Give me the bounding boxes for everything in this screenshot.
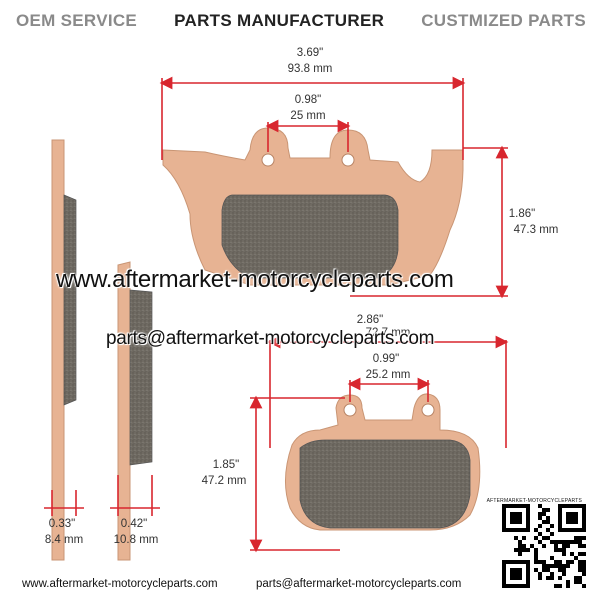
bottom-friction-pad (299, 439, 471, 529)
label-side1-thick-mm: 8.4 mm (45, 534, 83, 546)
label-bottom-holes-in: 0.99" (373, 353, 399, 365)
header-banner: OEM SERVICE PARTS MANUFACTURER CUSTMIZED… (0, 8, 600, 34)
dim-bottom-width (267, 335, 509, 448)
dim-bottom-height (249, 395, 345, 553)
header-parts-manufacturer: PARTS MANUFACTURER (174, 11, 385, 30)
side-pad-thin (51, 139, 77, 561)
label-top-holes-mm: 25 mm (290, 110, 325, 122)
label-side2-thick-mm: 10.8 mm (114, 534, 159, 546)
footer-url[interactable]: www.aftermarket-motorcycleparts.com (22, 578, 218, 590)
header-oem-service: OEM SERVICE (16, 11, 138, 30)
label-bottom-height-in: 1.85" (213, 459, 239, 471)
footer-email[interactable]: parts@aftermarket-motorcycleparts.com (256, 578, 462, 590)
label-top-holes-in: 0.98" (295, 94, 321, 106)
header-customized-parts: CUSTMIZED PARTS (421, 11, 586, 30)
watermark-email: parts@aftermarket-motorcycleparts.com (106, 328, 435, 349)
label-side1-thick-in: 0.33" (49, 518, 75, 530)
bottom-brake-pad (284, 393, 481, 531)
top-brake-pad (162, 127, 464, 286)
label-bottom-width-mm: 72.7 mm (366, 327, 411, 339)
top-friction-pad (221, 194, 399, 279)
dim-side1-thickness (44, 490, 84, 516)
label-top-height-mm: 47.3 mm (514, 224, 559, 236)
label-bottom-width-in: 2.86" (357, 314, 383, 326)
label-bottom-holes-mm: 25.2 mm (366, 369, 411, 381)
label-top-width-mm: 93.8 mm (288, 63, 333, 75)
dim-top-holes (265, 119, 351, 152)
side-pad-thick (117, 261, 153, 561)
qr-code-icon (502, 504, 586, 588)
label-side2-thick-in: 0.42" (121, 518, 147, 530)
label-top-height-in: 1.86" (509, 208, 535, 220)
dim-top-width (159, 76, 466, 160)
label-bottom-height-mm: 47.2 mm (202, 475, 247, 487)
dim-bottom-holes (347, 377, 431, 402)
label-top-width-in: 3.69" (297, 47, 323, 59)
qr-caption: AFTERMARKET-MOTORCYCLEPARTS (486, 498, 582, 504)
watermark-url: www.aftermarket-motorcycleparts.com (56, 266, 454, 293)
dim-side2-thickness (110, 475, 160, 516)
dim-top-height (350, 145, 509, 299)
